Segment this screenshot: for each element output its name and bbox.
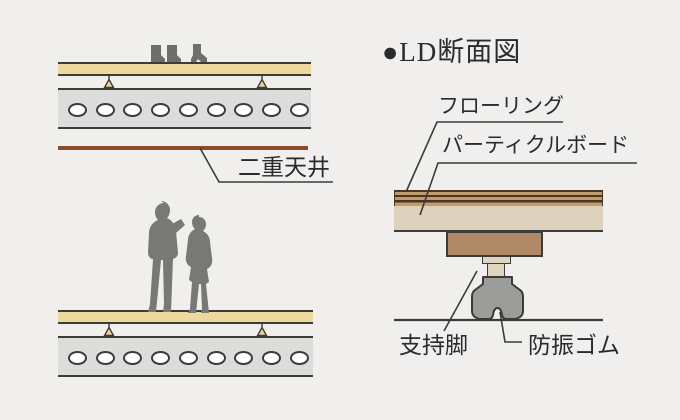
label-support-leg: 支持脚 [399,333,468,358]
diagram-title: ●LD断面図 [382,37,522,67]
slab-void-circle [206,351,226,365]
slab-void-circle [261,351,281,365]
lower-flooring-layer [58,310,313,324]
vibration-rubber-leader-line [499,311,522,343]
slab-void-circle [178,351,198,365]
slab-void-circle [68,103,87,117]
upper-void-slab [58,88,311,129]
upper-support-legs [103,76,268,89]
slab-void-circle [151,103,171,117]
support-leg-leader-line [443,270,478,332]
slab-void-circle [206,103,226,117]
label-double-ceiling: 二重天井 [238,155,330,180]
slab-void-circle [123,103,143,117]
upper-flooring-layer [58,62,311,76]
label-vibration-rubber: 防振ゴム [528,333,620,358]
lower-void-slab [58,336,313,377]
detail-particle-board-layer [394,206,603,232]
slab-void-circle [234,103,254,117]
slab-void-circle [178,103,198,117]
support-base-block [446,231,543,257]
slab-void-circle [289,103,309,117]
lower-support-legs [103,324,268,337]
label-particle-board: パーティクルボード [442,133,630,157]
slab-void-circle [95,351,115,365]
slab-void-circle [234,351,254,365]
slab-void-circle [151,351,171,365]
slab-void-circle [123,351,143,365]
double-ceiling-line [58,146,308,150]
label-flooring: フローリング [438,94,564,118]
standing-couple-silhouette [148,201,213,313]
slab-void-circle [95,103,115,117]
slab-void-circle [68,351,87,365]
slab-void-circle [289,351,309,365]
vibration-rubber-foot [471,276,524,320]
detail-flooring-layer [394,190,603,206]
standing-feet-silhouette [151,44,207,62]
slab-void-circle [261,103,281,117]
support-leg-bolt [487,263,505,277]
